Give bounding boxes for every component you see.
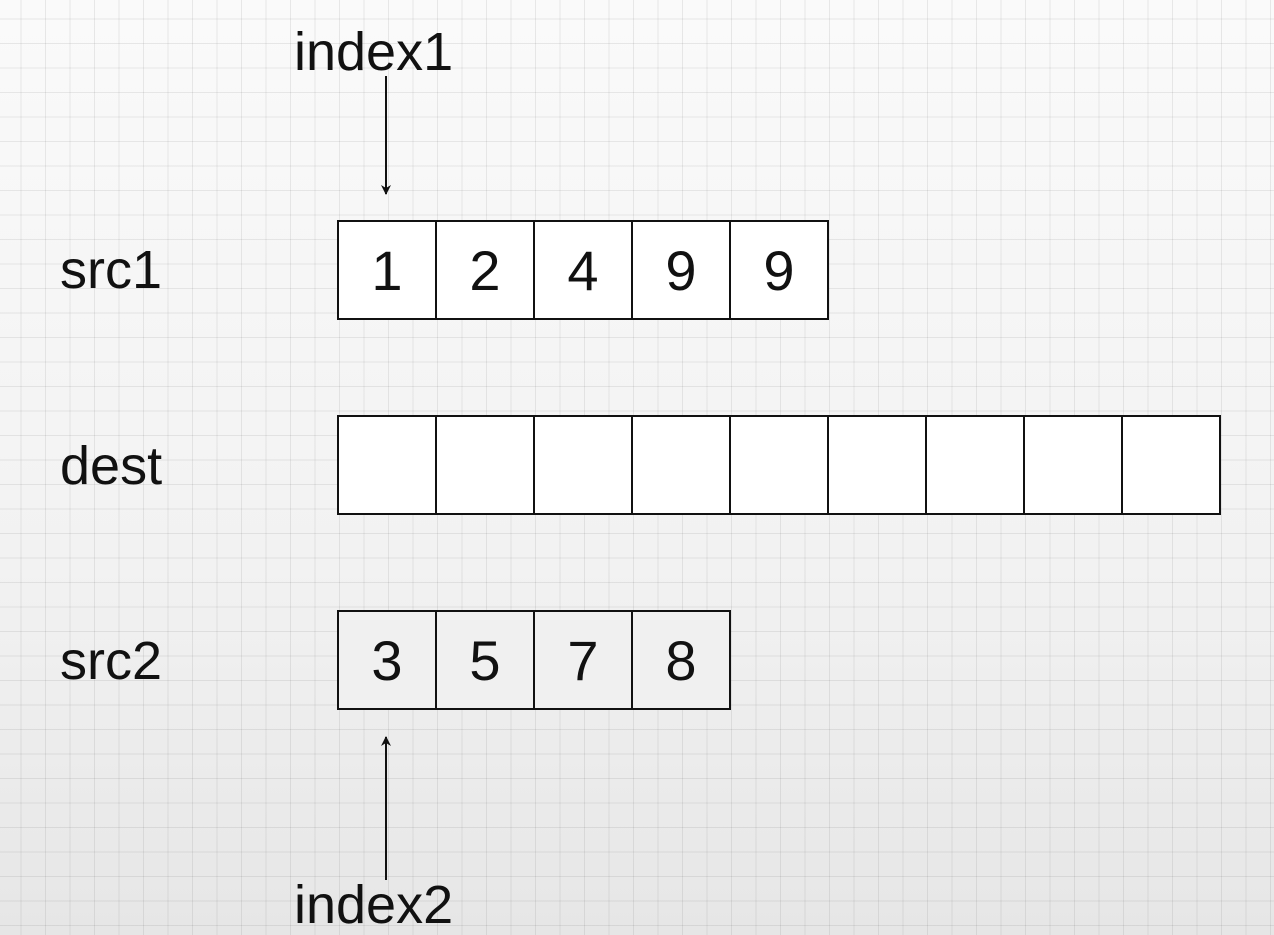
src2-cell: 7 xyxy=(535,610,633,710)
dest-cell xyxy=(1123,415,1221,515)
dest-cell xyxy=(829,415,927,515)
src1-cell: 4 xyxy=(535,220,633,320)
src1-cell: 9 xyxy=(731,220,829,320)
src2-label: src2 xyxy=(60,631,163,691)
dest-cell xyxy=(437,415,535,515)
src1-cell: 9 xyxy=(633,220,731,320)
index1-label: index1 xyxy=(294,22,454,82)
dest-cell xyxy=(927,415,1025,515)
dest-cell xyxy=(339,415,437,515)
src1-cell: 2 xyxy=(437,220,535,320)
dest-cell xyxy=(633,415,731,515)
src1-label: src1 xyxy=(60,240,163,300)
dest-array xyxy=(337,415,1221,515)
src2-cell: 8 xyxy=(633,610,731,710)
index2-label: index2 xyxy=(294,875,454,935)
dest-cell xyxy=(731,415,829,515)
src2-cell: 5 xyxy=(437,610,535,710)
dest-label: dest xyxy=(60,436,163,496)
src1-cell: 1 xyxy=(339,220,437,320)
dest-cell xyxy=(535,415,633,515)
src2-cell: 3 xyxy=(339,610,437,710)
dest-cell xyxy=(1025,415,1123,515)
